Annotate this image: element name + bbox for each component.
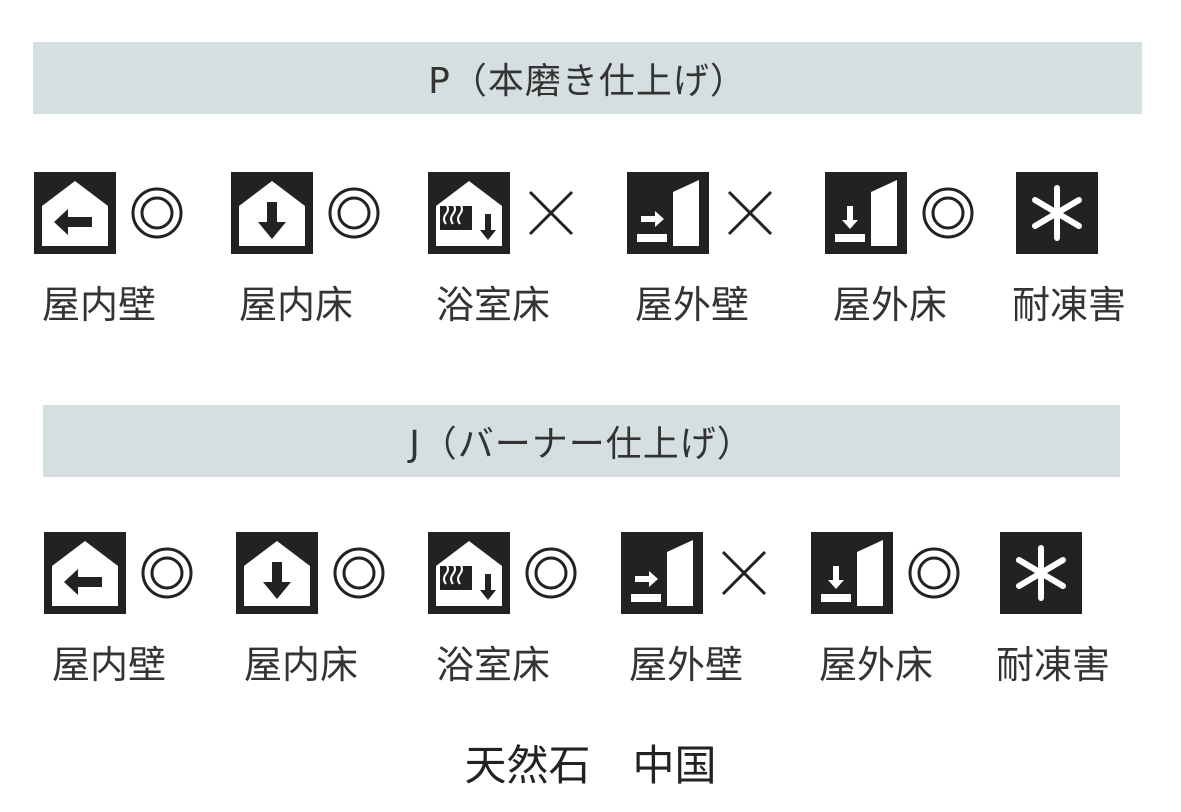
suitable-circle-icon [332,546,386,600]
usage-item: 耐凍害 [996,532,1160,692]
suitable-circle-icon [921,186,975,240]
usage-item: 屋内壁 [44,532,204,692]
unsuitable-cross-icon [524,186,578,240]
usage-item: 屋外壁 [627,172,787,332]
usage-label: 屋内壁 [52,643,167,687]
usage-label: 屋内壁 [42,283,157,327]
outdoor-floor-icon [825,172,907,254]
suitable-circle-icon [140,546,194,600]
usage-label: 浴室床 [436,643,551,687]
usage-label: 屋外壁 [629,643,744,687]
usage-label: 耐凍害 [1012,283,1127,327]
usage-label: 屋外床 [833,283,948,327]
usage-item: 浴室床 [428,172,588,332]
bathroom-floor-icon [428,172,510,254]
suitable-circle-icon [907,546,961,600]
usage-label: 屋内床 [244,643,359,687]
usage-item: 屋内壁 [34,172,194,332]
section-title: P（本磨き仕上げ） [428,61,747,102]
outdoor-floor-icon [811,532,893,614]
footer-caption: 天然石 中国 [464,741,717,790]
usage-item: 屋外壁 [621,532,781,692]
usage-item: 屋内床 [236,532,396,692]
indoor-wall-icon [44,532,126,614]
indoor-floor-icon [231,172,313,254]
usage-label: 浴室床 [436,283,551,327]
usage-label: 耐凍害 [996,643,1111,687]
indoor-floor-icon [236,532,318,614]
section-bar-p: P（本磨き仕上げ） [33,42,1142,114]
outdoor-wall-icon [627,172,709,254]
usage-label: 屋内床 [239,283,354,327]
section-title: J（バーナー仕上げ） [409,424,754,465]
suitable-circle-icon [130,186,184,240]
usage-item: 耐凍害 [1012,172,1176,332]
suitable-circle-icon [327,186,381,240]
usage-item: 浴室床 [428,532,588,692]
bathroom-floor-icon [428,532,510,614]
section-bar-j: J（バーナー仕上げ） [43,405,1120,477]
unsuitable-cross-icon [717,546,771,600]
usage-label: 屋外壁 [635,283,750,327]
usage-label: 屋外床 [819,643,934,687]
suitable-circle-icon [524,546,578,600]
frost-resistance-icon [1000,532,1082,614]
usage-item: 屋外床 [811,532,971,692]
usage-item: 屋外床 [825,172,985,332]
indoor-wall-icon [34,172,116,254]
outdoor-wall-icon [621,532,703,614]
usage-item: 屋内床 [231,172,391,332]
frost-resistance-icon [1016,172,1098,254]
unsuitable-cross-icon [723,186,777,240]
